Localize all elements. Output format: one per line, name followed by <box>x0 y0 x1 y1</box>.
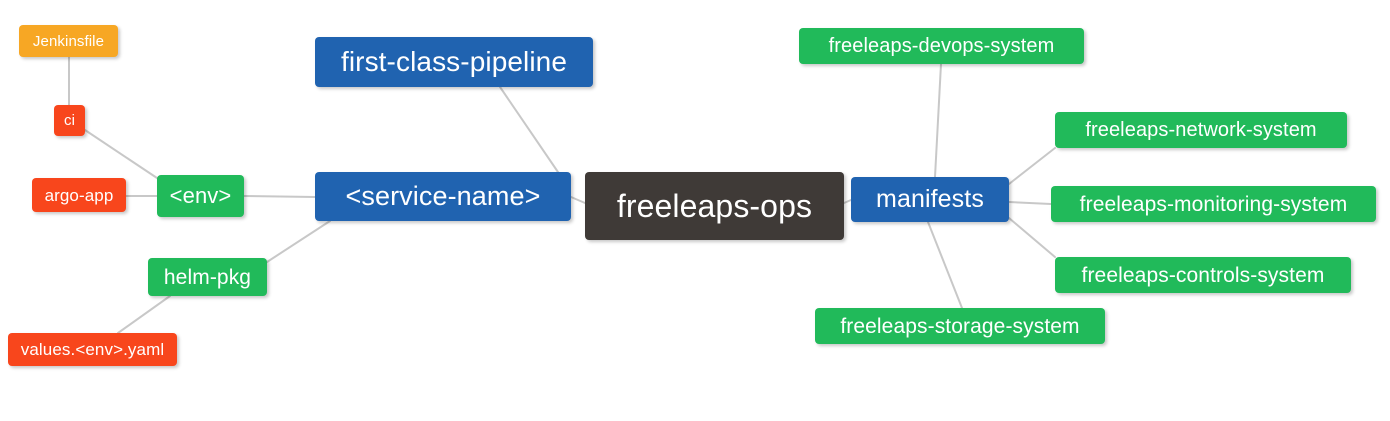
node-jenkinsfile[interactable]: Jenkinsfile <box>19 25 118 57</box>
node-label-values-env-yaml: values.<env>.yaml <box>20 340 165 359</box>
node-first-class-pipeline[interactable]: first-class-pipeline <box>315 37 593 87</box>
node-label-helm-pkg: helm-pkg <box>163 265 252 289</box>
node-argo-app[interactable]: argo-app <box>32 178 126 212</box>
node-label-freeleaps-monitoring-system: freeleaps-monitoring-system <box>1079 192 1348 216</box>
edge-env-to-ci <box>84 129 161 181</box>
node-values-env-yaml[interactable]: values.<env>.yaml <box>8 333 177 366</box>
node-env[interactable]: <env> <box>157 175 244 217</box>
node-freeleaps-devops-system[interactable]: freeleaps-devops-system <box>799 28 1084 64</box>
node-label-freeleaps-storage-system: freeleaps-storage-system <box>840 314 1080 338</box>
node-freeleaps-storage-system[interactable]: freeleaps-storage-system <box>815 308 1105 344</box>
edge-freeleaps-ops-to-manifests <box>843 199 852 204</box>
edge-manifests-to-freeleaps-controls-system <box>1008 217 1056 258</box>
node-label-jenkinsfile: Jenkinsfile <box>32 32 105 50</box>
node-freeleaps-monitoring-system[interactable]: freeleaps-monitoring-system <box>1051 186 1376 222</box>
node-label-freeleaps-controls-system: freeleaps-controls-system <box>1081 263 1325 287</box>
node-freeleaps-network-system[interactable]: freeleaps-network-system <box>1055 112 1347 148</box>
node-freeleaps-ops[interactable]: freeleaps-ops <box>585 172 844 240</box>
edge-service-name-to-first-class-pipeline <box>499 86 561 176</box>
node-service-name[interactable]: <service-name> <box>315 172 571 221</box>
node-label-freeleaps-ops: freeleaps-ops <box>616 188 813 224</box>
edge-helm-pkg-to-values-env-yaml <box>117 295 171 334</box>
edge-manifests-to-freeleaps-storage-system <box>927 221 963 309</box>
node-label-manifests: manifests <box>876 185 984 213</box>
node-label-service-name: <service-name> <box>345 181 541 211</box>
node-label-argo-app: argo-app <box>44 185 114 205</box>
node-label-env: <env> <box>169 183 232 208</box>
edge-service-name-to-env <box>243 195 316 198</box>
node-manifests[interactable]: manifests <box>851 177 1009 222</box>
node-freeleaps-controls-system[interactable]: freeleaps-controls-system <box>1055 257 1351 293</box>
node-label-first-class-pipeline: first-class-pipeline <box>340 46 568 77</box>
edge-freeleaps-ops-to-service-name <box>570 196 586 204</box>
node-label-freeleaps-network-system: freeleaps-network-system <box>1085 119 1317 141</box>
edge-manifests-to-freeleaps-network-system <box>1008 147 1056 185</box>
edge-manifests-to-freeleaps-monitoring-system <box>1008 201 1052 205</box>
edge-service-name-to-helm-pkg <box>266 220 331 263</box>
node-label-ci: ci <box>63 112 76 129</box>
node-ci[interactable]: ci <box>54 105 85 136</box>
edge-manifests-to-freeleaps-devops-system <box>934 63 942 178</box>
node-label-freeleaps-devops-system: freeleaps-devops-system <box>828 35 1055 57</box>
node-helm-pkg[interactable]: helm-pkg <box>148 258 267 296</box>
